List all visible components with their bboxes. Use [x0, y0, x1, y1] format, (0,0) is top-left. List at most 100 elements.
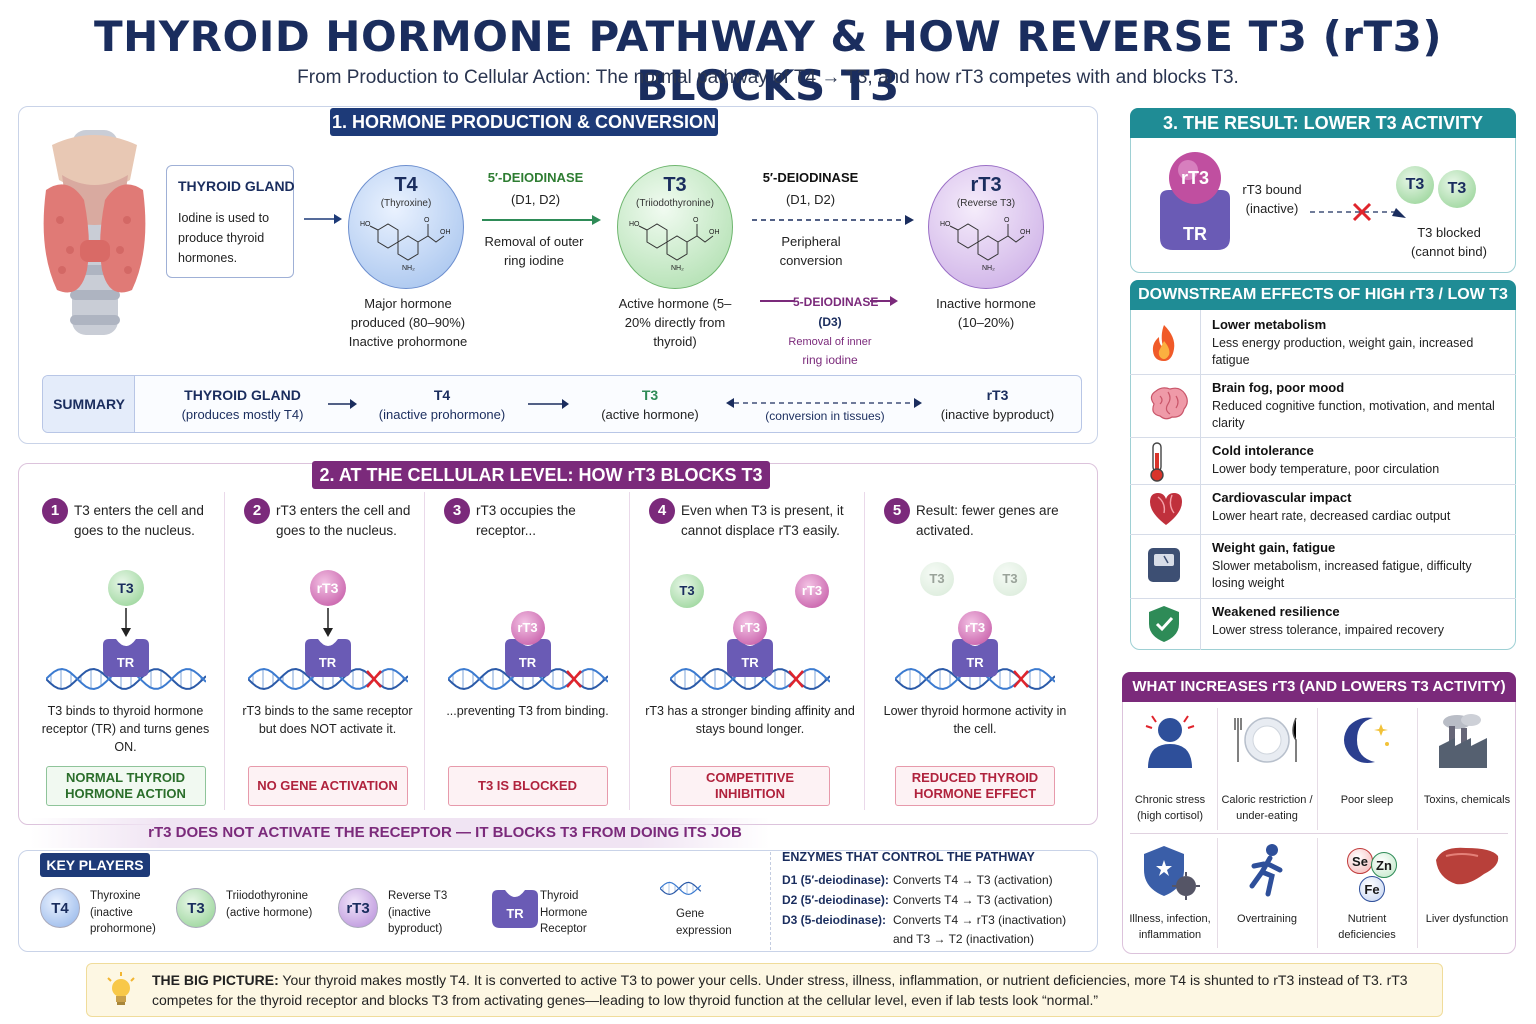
step-number: 5	[884, 498, 910, 524]
page-title: THYROID HORMONE PATHWAY & HOW REVERSE T3…	[93, 12, 1443, 110]
cause-label: Caloric restriction / under-eating	[1221, 794, 1313, 822]
step-number: 2	[244, 498, 270, 524]
cause-label: Illness, infection, inflammation	[1129, 913, 1211, 941]
enzyme-code: D2 (5′-deiodinase):	[782, 893, 889, 907]
svg-text:HO: HO	[360, 221, 371, 228]
mineral-badge: Zn	[1371, 852, 1397, 878]
enzyme1-title: 5′-DEIODINASE	[487, 170, 584, 185]
virus-shield-icon	[1144, 846, 1200, 900]
thyroid-gland-title: THYROID GLAND	[178, 178, 295, 194]
result-bound-text: rT3 bound (inactive)	[1242, 182, 1302, 216]
summary-gland-sub: (produces mostly T4)	[181, 407, 304, 422]
enzyme1-sub: (D1, D2)	[510, 192, 561, 207]
blocks-banner	[30, 818, 770, 848]
t3-description: Active hormone (5–20% directly from thyr…	[618, 296, 732, 349]
stressed-person-icon	[1145, 715, 1195, 768]
key-text: Thyroid Hormone Receptor	[540, 890, 588, 935]
enzyme2-description: Peripheral conversion	[779, 234, 843, 268]
enzyme1-description: Removal of outer ring iodine	[484, 234, 584, 268]
causes-header: WHAT INCREASES rT3 (AND LOWERS T3 ACTIVI…	[1122, 672, 1516, 702]
result-rt3-label: rT3	[1180, 168, 1209, 188]
heart-icon	[1150, 493, 1182, 525]
cause-label: Liver dysfunction	[1425, 913, 1509, 925]
svg-text:OH: OH	[709, 229, 720, 236]
thyroid-gland-box	[166, 165, 294, 278]
summary-label-box	[43, 376, 135, 432]
effect-description: Slower metabolism, increased fatigue, di…	[1212, 559, 1472, 590]
effect-title: Cold intolerance	[1212, 443, 1314, 458]
key-text: Triiodothyronine (active hormone)	[226, 890, 313, 919]
arrow-gland-to-t4	[304, 214, 342, 224]
key-badge: T4	[40, 888, 80, 928]
summary-arrow-1	[328, 399, 357, 409]
effect-description: Less energy production, weight gain, inc…	[1212, 336, 1474, 367]
big-picture-text: Your thyroid makes mostly T4. It is conv…	[152, 972, 1408, 1008]
flame-icon	[1152, 324, 1175, 361]
result-receptor-icon	[1160, 152, 1230, 250]
svg-text:O: O	[424, 217, 430, 224]
cause-col-divider	[1317, 708, 1318, 830]
receptor-icon	[952, 639, 998, 677]
faded-t3-badge: T3	[920, 562, 954, 596]
causes-row-divider	[1130, 833, 1508, 834]
plate-icon	[1234, 717, 1297, 763]
enzyme-text: Converts T4 → rT3 (inactivation)	[893, 913, 1067, 927]
step-text: T3 enters the cell and goes to the nucle…	[74, 503, 204, 538]
thyroid-gland-text: Iodine is used to produce thyroid hormon…	[178, 211, 270, 265]
summary-rt3: rT3	[986, 387, 1009, 403]
bound-rt3-badge: rT3	[958, 611, 992, 645]
step-result-label: COMPETITIVE INHIBITION	[670, 766, 830, 806]
faded-t3-badge: T3	[993, 562, 1027, 596]
section-cellular-panel	[18, 463, 1098, 825]
receptor-icon	[727, 639, 773, 677]
receptor-icon	[304, 639, 351, 677]
free-t3-badge: T3	[670, 574, 704, 608]
t3-badge: T3	[107, 570, 144, 606]
result-blocked-text: T3 blocked (cannot bind)	[1411, 225, 1487, 259]
factory-icon	[1439, 714, 1487, 768]
key-receptor-label: TR	[506, 906, 524, 921]
cause-col-divider	[1417, 838, 1418, 948]
key-players-header: KEY PLAYERS	[40, 853, 150, 877]
receptor-icon	[102, 639, 149, 677]
mineral-badge: Fe	[1359, 876, 1385, 902]
enzyme-code: D1 (5′-deiodinase):	[782, 873, 889, 887]
down-arrow	[322, 608, 333, 637]
svg-text:NH₂: NH₂	[402, 265, 415, 272]
svg-text:O: O	[693, 217, 699, 224]
cause-label: Toxins, chemicals	[1423, 794, 1511, 806]
enzymes-extra: and T3 → T2 (inactivation)	[893, 932, 1034, 946]
bound-rt3-badge: rT3	[510, 611, 545, 645]
arrow-t4-to-t3	[482, 215, 601, 225]
effect-title: Weakened resilience	[1212, 604, 1340, 619]
t4-description: Major hormone produced (80–90%) Inactive…	[348, 296, 468, 349]
step-text: rT3 enters the cell and goes to the nucl…	[276, 503, 411, 538]
step-number: 4	[649, 498, 675, 524]
step-description: Lower thyroid hormone activity in the ce…	[883, 704, 1067, 736]
effect-description: Reduced cognitive function, motivation, …	[1212, 399, 1495, 430]
cause-col-divider	[1217, 708, 1218, 830]
enzyme-code: D3 (5-deiodinase):	[782, 913, 887, 927]
effect-description: Lower stress tolerance, impaired recover…	[1212, 623, 1445, 637]
big-picture-text-wrap: THE BIG PICTURE: Your thyroid makes most…	[152, 970, 1427, 1010]
blocks-banner-text: rT3 DOES NOT ACTIVATE THE RECEPTOR — IT …	[148, 824, 742, 841]
big-picture-box	[86, 963, 1443, 1017]
summary-conversion: (conversion in tissues)	[765, 409, 885, 423]
big-picture-label: THE BIG PICTURE:	[152, 972, 279, 988]
effects-panel	[1130, 280, 1516, 650]
enzyme2-sub: (D1, D2)	[785, 192, 836, 207]
receptor-label: TR	[318, 655, 337, 670]
free-rt3-badge: rT3	[795, 574, 829, 608]
scale-icon	[1148, 548, 1180, 582]
enzymes-header: ENZYMES THAT CONTROL THE PATHWAY	[782, 850, 1035, 864]
step-result-label: T3 IS BLOCKED	[447, 766, 608, 806]
effect-title: Brain fog, poor mood	[1212, 380, 1345, 395]
step-divider	[629, 492, 630, 810]
step-text: Even when T3 is present, it cannot displ…	[681, 503, 844, 538]
down-arrow	[120, 608, 131, 637]
moon-icon	[1344, 717, 1389, 763]
step-text: Result: fewer genes are activated.	[916, 503, 1059, 538]
svg-text:O: O	[1004, 217, 1010, 224]
cause-label: Chronic stress (high cortisol)	[1134, 794, 1206, 822]
key-receptor-icon	[492, 890, 538, 928]
